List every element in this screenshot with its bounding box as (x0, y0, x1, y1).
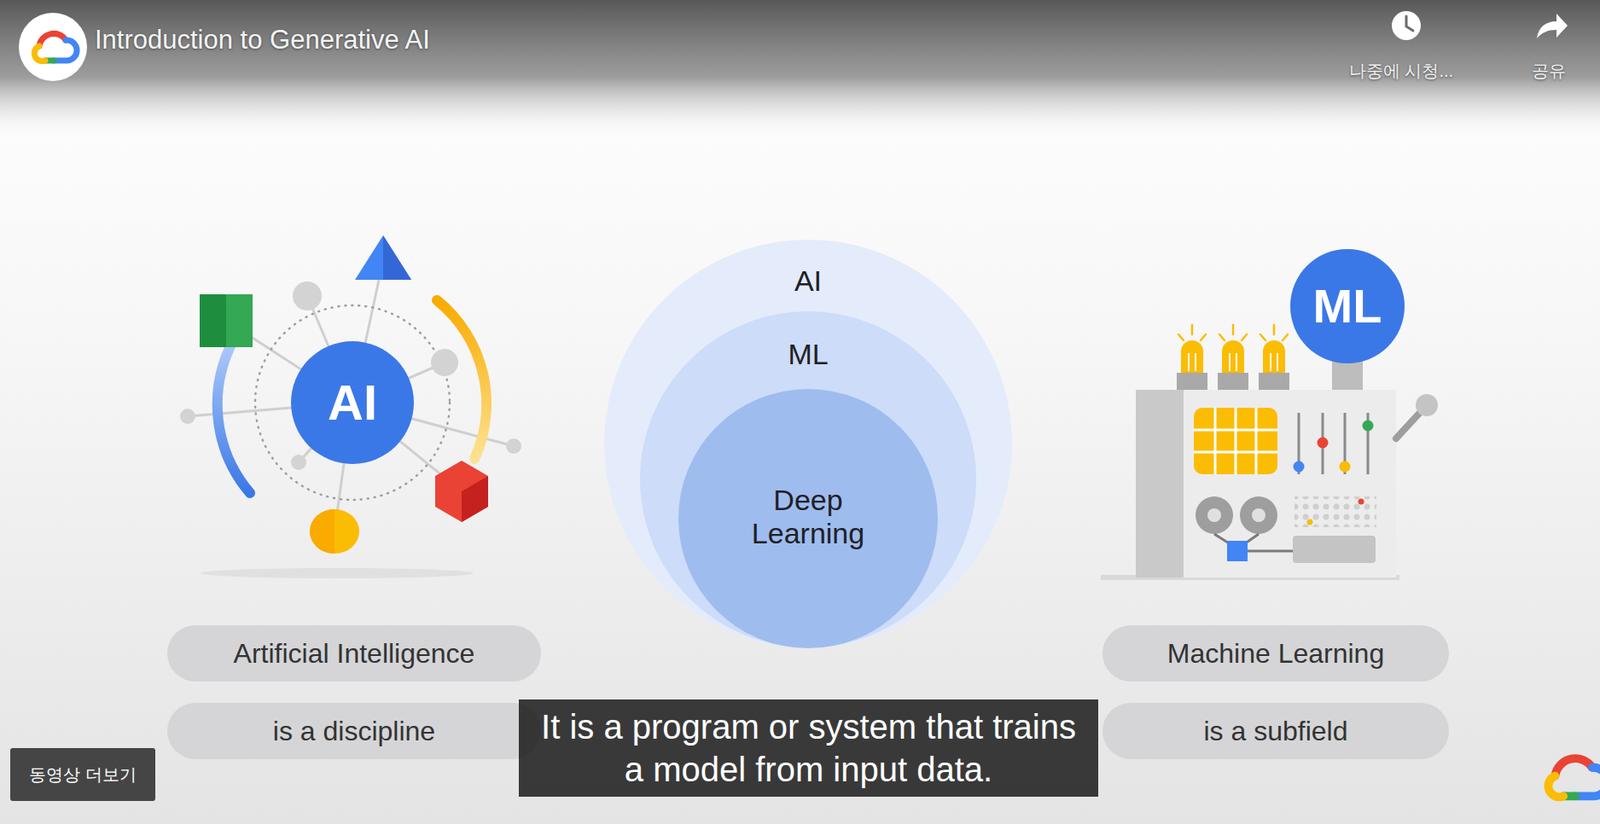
illustration-part (1391, 11, 1421, 41)
bulb (1217, 325, 1249, 390)
ai-badge: AI (290, 341, 414, 465)
node-text: Machine Learning (1167, 637, 1385, 670)
illustration-part (461, 476, 489, 523)
illustration-part (1339, 461, 1351, 473)
illustration-part (199, 294, 253, 348)
illustration-part (436, 300, 487, 460)
illustration-part (1135, 389, 1184, 578)
node-text: Artificial Intelligence (233, 637, 476, 670)
bulb (1258, 325, 1290, 390)
illustration-part (1195, 496, 1234, 535)
ai-illustration (180, 235, 522, 579)
illustration-part (1307, 519, 1314, 526)
node-text: AI (794, 264, 822, 298)
illustration-part (1358, 499, 1365, 506)
clock-icon (1391, 11, 1421, 41)
ml-circle: ML Deep Learning (640, 311, 977, 648)
illustration-part (430, 349, 459, 377)
circle-fill (604, 239, 1013, 648)
pill-label: is a discipline (167, 703, 542, 760)
illustration-part (290, 454, 307, 471)
illustration-part (1293, 461, 1305, 473)
cloud-logo (34, 33, 77, 61)
illustration-part (1292, 535, 1376, 564)
illustration-part (1214, 534, 1293, 552)
illustration-part (292, 281, 322, 311)
illustration-part (1262, 340, 1286, 373)
video-title: Introduction to Generative AI (94, 24, 431, 56)
ai-circle: AI ML Deep Learning (604, 239, 1013, 648)
illustration-part (255, 305, 450, 501)
illustration-part (200, 568, 474, 579)
watermark-logo (1547, 758, 1600, 798)
player-button-label: 나중에 시청... (1349, 59, 1454, 83)
node-text: AI (327, 374, 378, 432)
illustration-part (309, 509, 335, 554)
node-text: Deep Learning (722, 483, 894, 551)
player-button-label: 공유 (1531, 59, 1566, 83)
illustration-part (1176, 372, 1208, 390)
illustration-part (180, 408, 196, 425)
illustration-part (1178, 325, 1206, 341)
circle-fill (640, 311, 977, 648)
illustration-part (1260, 325, 1288, 341)
illustration-part (1183, 389, 1397, 578)
illustration-part (383, 235, 412, 280)
circle-fill (678, 389, 938, 649)
illustration-part (1270, 353, 1278, 372)
more-videos-button: 동영상 더보기 (10, 748, 156, 802)
logo-circle (18, 12, 88, 82)
node-text: It is a program or system that trains a … (527, 705, 1090, 792)
illustration-part (226, 294, 253, 348)
illustration-part (354, 235, 412, 280)
illustration-part (1415, 394, 1438, 417)
node-text: is a subfield (1204, 715, 1349, 748)
share-icon (1536, 13, 1568, 39)
illustration-part (1181, 340, 1204, 373)
illustration-part (1547, 758, 1600, 798)
title-bar (0, 0, 1600, 141)
illustration-part (1188, 353, 1196, 372)
node-text: ML (1313, 279, 1383, 334)
illustration-part (1294, 496, 1377, 528)
illustration-part (1193, 407, 1278, 475)
illustration-part (309, 509, 360, 554)
node-text: ML (787, 337, 828, 372)
illustration-part (1258, 372, 1290, 390)
illustration-part (435, 460, 489, 523)
illustration-part (1251, 508, 1266, 523)
illustration-part (1362, 420, 1374, 432)
illustration-part (506, 438, 522, 454)
illustration-part (1219, 325, 1247, 341)
pill-label: is a subfield (1102, 703, 1449, 760)
circle-fill (1290, 249, 1405, 364)
illustration-part (1298, 413, 1368, 475)
bulb (1176, 325, 1208, 390)
node-text: 동영상 더보기 (29, 764, 137, 786)
illustration-part (1217, 372, 1249, 390)
ml-machine (1100, 325, 1438, 581)
illustration-part (217, 341, 251, 494)
illustration-part (1227, 541, 1248, 562)
illustration-part (1193, 407, 1278, 475)
node-text: is a discipline (273, 715, 436, 748)
illustration-part (1317, 437, 1329, 449)
illustration-part (1221, 340, 1245, 373)
circle-fill (290, 341, 414, 465)
ml-badge: ML (1290, 249, 1405, 364)
illustration-part (1406, 16, 1414, 31)
illustration-part (1207, 508, 1222, 523)
illustration-part (187, 260, 514, 532)
deep-learning-circle: Deep Learning (678, 389, 938, 649)
illustration-part (1229, 353, 1237, 372)
pill-label: Artificial Intelligence (167, 625, 542, 682)
pill-label: Machine Learning (1102, 625, 1449, 682)
subtitle-box: It is a program or system that trains a … (518, 699, 1099, 798)
illustration-part (1239, 496, 1278, 535)
